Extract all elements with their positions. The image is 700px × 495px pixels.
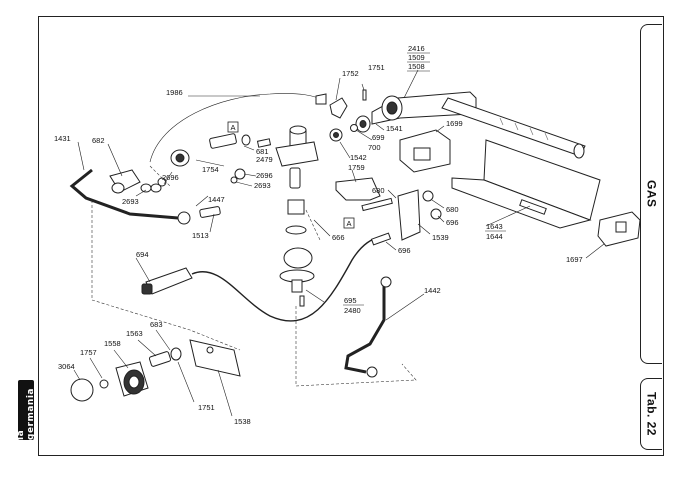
electrode-696: [370, 232, 392, 246]
label-666: 666: [332, 233, 345, 242]
label-680-top: 680: [372, 186, 385, 195]
label-2696-right: 2696: [256, 171, 273, 180]
label-2416: 2416: [408, 44, 425, 53]
pipe-1431: [69, 168, 191, 225]
reference-mark-a-bottom: A: [343, 217, 355, 229]
washer-699: [350, 124, 358, 132]
electrode-680: [361, 197, 393, 212]
thermocouple-wire: [149, 93, 323, 163]
label-700: 700: [368, 143, 381, 152]
label-1751-bottom: 1751: [198, 403, 215, 412]
screw-1751: [362, 89, 367, 101]
pipe-1442: [344, 282, 386, 374]
label-1986: 1986: [166, 88, 183, 97]
washer-2693: [230, 176, 238, 184]
gas-tap-valve: [275, 125, 319, 307]
label-1697: 1697: [566, 255, 583, 264]
part-labels: 2416 1509 1508 1751 1752 1986 1541 699 7…: [54, 44, 583, 426]
igniter-694: [141, 235, 385, 322]
label-1754: 1754: [202, 165, 219, 174]
label-1539: 1539: [432, 233, 449, 242]
elbow-1752: [329, 97, 348, 119]
leader-lines: [73, 69, 605, 417]
label-2480: 2480: [344, 306, 361, 315]
label-1752: 1752: [342, 69, 359, 78]
label-1563: 1563: [126, 329, 143, 338]
label-1558: 1558: [104, 339, 121, 348]
knob-assembly: [70, 339, 241, 402]
injector-681: [209, 133, 272, 149]
label-694: 694: [136, 250, 149, 259]
label-680-right: 680: [446, 205, 459, 214]
label-1508: 1508: [408, 62, 425, 71]
label-696-bottom: 696: [398, 246, 411, 255]
washer-2696: [234, 168, 246, 180]
label-1541: 1541: [386, 124, 403, 133]
label-1542: 1542: [350, 153, 367, 162]
label-2693-right: 2693: [254, 181, 271, 190]
label-682: 682: [92, 136, 105, 145]
label-1643: 1643: [486, 222, 503, 231]
label-1759: 1759: [348, 163, 365, 172]
tab-table-number[interactable]: Tab. 22: [640, 378, 662, 450]
label-1751-top: 1751: [368, 63, 385, 72]
label-1538: 1538: [234, 417, 251, 426]
bracket-1539: [397, 189, 421, 241]
label-2479: 2479: [256, 155, 273, 164]
label-1509: 1509: [408, 53, 425, 62]
label-1431: 1431: [54, 134, 71, 143]
support-1759: [335, 177, 381, 201]
tab-gas[interactable]: GAS: [640, 24, 662, 364]
svg-text:A: A: [347, 219, 352, 228]
label-683: 683: [150, 320, 163, 329]
part-1513: [199, 206, 221, 218]
svg-text:A: A: [231, 123, 236, 132]
brand-logo: la germania: [16, 380, 36, 440]
label-681: 681: [256, 147, 269, 156]
label-696-right: 696: [446, 218, 459, 227]
label-1644: 1644: [486, 232, 503, 241]
label-3064: 3064: [58, 362, 75, 371]
burner-tube: [371, 91, 586, 159]
label-1757: 1757: [80, 348, 97, 357]
heat-deflector: [451, 139, 601, 229]
label-695: 695: [344, 296, 357, 305]
label-1699: 1699: [446, 119, 463, 128]
label-699: 699: [372, 133, 385, 142]
label-1442: 1442: [424, 286, 441, 295]
label-2696-left: 2696: [162, 173, 179, 182]
label-2693-left: 2693: [122, 197, 139, 206]
label-1447: 1447: [208, 195, 225, 204]
label-1513: 1513: [192, 231, 209, 240]
reference-mark-a-top: A: [227, 121, 239, 133]
drawing-frame: [38, 16, 664, 456]
